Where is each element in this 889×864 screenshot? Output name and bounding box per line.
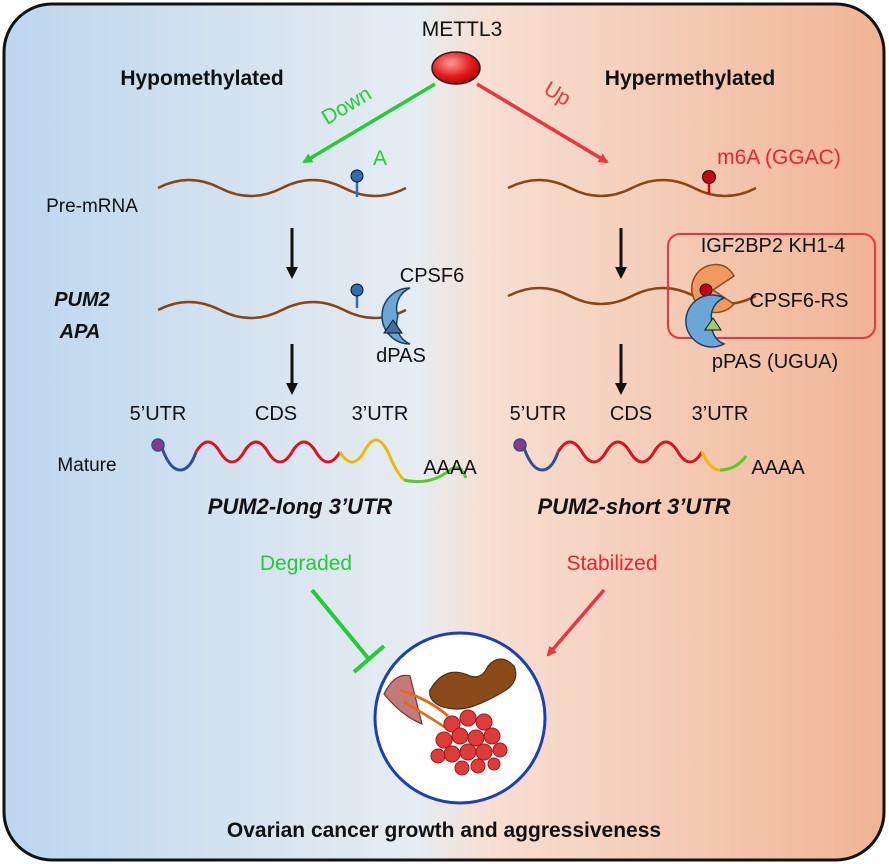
right-5utr-segment xyxy=(522,447,560,472)
degraded-label: Degraded xyxy=(260,552,352,575)
dpas-label: dPAS xyxy=(376,345,426,367)
ovary-tumor-icon xyxy=(383,658,517,776)
ppas-marker-icon xyxy=(704,317,722,331)
stabilized-arrow xyxy=(546,588,606,657)
right-cds-label: CDS xyxy=(610,403,652,425)
left-apa-a-pin-icon xyxy=(350,283,364,297)
inhibition-bar xyxy=(352,644,386,674)
footer-caption: Ovarian cancer growth and aggressiveness xyxy=(227,819,661,842)
left-polya-tail xyxy=(403,465,468,484)
up-arrow xyxy=(476,82,609,164)
left-3utr-segment xyxy=(338,438,406,482)
right-cds-segment xyxy=(556,440,704,464)
mettl3-label: METTL3 xyxy=(422,18,503,41)
hypermethylated-header: Hypermethylated xyxy=(605,67,775,90)
right-cap-icon xyxy=(513,438,527,452)
right-polya-label: AAAA xyxy=(751,457,805,479)
cpsf6-rs-label: CPSF6-RS xyxy=(750,290,849,312)
dpas-marker-icon xyxy=(383,319,403,334)
mettl3-enzyme-icon xyxy=(431,51,481,85)
right-3utr-label: 3’UTR xyxy=(692,403,749,425)
right-m6a-pin-icon xyxy=(702,170,716,184)
right-5utr-label: 5’UTR xyxy=(510,403,567,425)
left-polya-label: AAAA xyxy=(423,457,477,479)
left-5utr-label: 5’UTR xyxy=(130,403,187,425)
stabilized-label: Stabilized xyxy=(566,552,657,575)
right-3utr-segment xyxy=(700,451,721,472)
pum2-long-label: PUM2-long 3’UTR xyxy=(208,494,393,519)
left-apa-strand xyxy=(157,300,407,320)
left-5utr-segment xyxy=(160,447,198,472)
left-cds-label: CDS xyxy=(255,403,297,425)
left-a-site-pin-icon xyxy=(350,169,364,183)
pre-mrna-label: Pre-mRNA xyxy=(46,196,138,217)
pum2-label: PUM2 xyxy=(54,289,110,311)
left-cds-segment xyxy=(194,440,342,464)
a-site-label: A xyxy=(373,147,387,170)
mature-label: Mature xyxy=(57,455,116,476)
m6a-site-label: m6A (GGAC) xyxy=(717,146,841,169)
left-cap-icon xyxy=(151,438,165,452)
reader-complex-box xyxy=(667,233,876,339)
cpsf6-label: CPSF6 xyxy=(400,265,464,287)
inhibition-line xyxy=(310,588,370,660)
right-pre-mrna-strand xyxy=(507,178,757,198)
apa-label: APA xyxy=(59,321,101,343)
left-pre-mrna-strand xyxy=(157,178,407,198)
pum2-short-label: PUM2-short 3’UTR xyxy=(537,494,730,519)
cpsf6-rs-icon xyxy=(685,294,726,348)
hypomethylated-header: Hypomethylated xyxy=(120,67,283,90)
left-3utr-label: 3’UTR xyxy=(352,403,409,425)
igf2bp2-label: IGF2BP2 KH1-4 xyxy=(701,235,846,257)
right-polya-tail xyxy=(719,455,748,472)
right-apa-m6a-pin-icon xyxy=(699,283,713,297)
down-arrow xyxy=(302,82,436,164)
ppas-label: pPAS (UGUA) xyxy=(712,351,838,373)
